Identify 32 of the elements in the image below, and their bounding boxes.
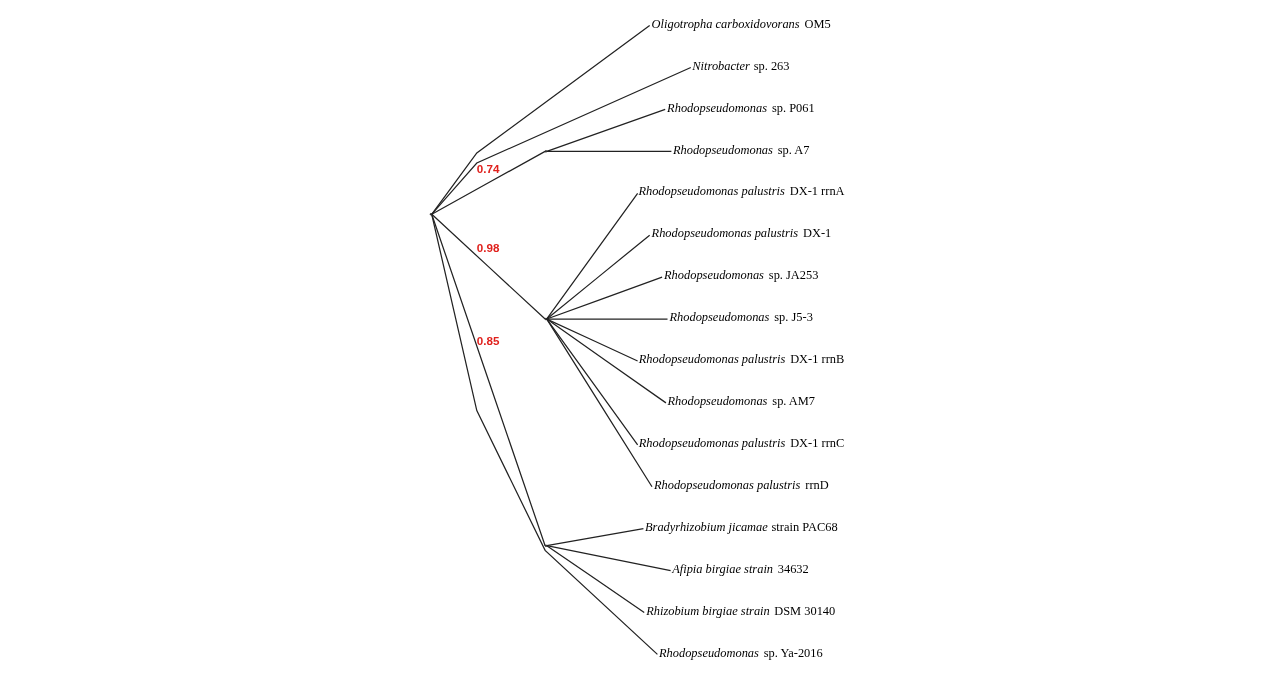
- node-text: Rhodopseudomonas palustris DX-1 rrnC: [638, 435, 844, 450]
- node-point: [544, 150, 547, 153]
- connector: [545, 150, 672, 152]
- node-point: [544, 544, 547, 547]
- connector: [545, 108, 666, 152]
- node-text: Rhodopseudomonas palustris DX-1 rrnA: [637, 184, 845, 199]
- node-text: Rhodopseudomonas sp. AM7: [667, 394, 815, 409]
- connector: [545, 545, 645, 614]
- node-text: Rhodopseudomonas sp. J5-3: [668, 310, 813, 325]
- edge-label: 0.85: [476, 334, 499, 348]
- connector: [545, 528, 644, 547]
- connector: [430, 66, 691, 215]
- node-text: Afipia birgiae strain 34632: [671, 561, 809, 576]
- node-text: Rhodopseudomonas palustris rrnD: [653, 477, 829, 492]
- node-text: Rhodopseudomonas sp. Ya-2016: [658, 645, 823, 660]
- node-text: Oligotropha carboxidovorans OM5: [651, 16, 831, 31]
- node-text: Rhodopseudomonas sp. P061: [666, 100, 815, 115]
- connector: [430, 150, 546, 215]
- node-text: Rhodopseudomonas palustris DX-1: [651, 226, 831, 241]
- node-text: Rhodopseudomonas sp. JA253: [663, 268, 818, 283]
- edge-label: 0.98: [476, 241, 499, 255]
- node-point: [544, 317, 547, 321]
- node-text: Rhizobium birgiae strain DSM 30140: [645, 603, 835, 618]
- node-point: [429, 213, 432, 216]
- edge-label: 0.74: [476, 162, 499, 176]
- node-text: Rhodopseudomonas sp. A7: [672, 142, 809, 157]
- node-text: Rhodopseudomonas palustris DX-1 rrnB: [638, 352, 844, 367]
- connector: [430, 213, 658, 655]
- node-text: Bradyrhizobium jicamae strain PAC68: [644, 519, 838, 534]
- node-text: Nitrobacter sp. 263: [691, 58, 790, 73]
- connector: [545, 545, 671, 572]
- connector: [430, 25, 650, 215]
